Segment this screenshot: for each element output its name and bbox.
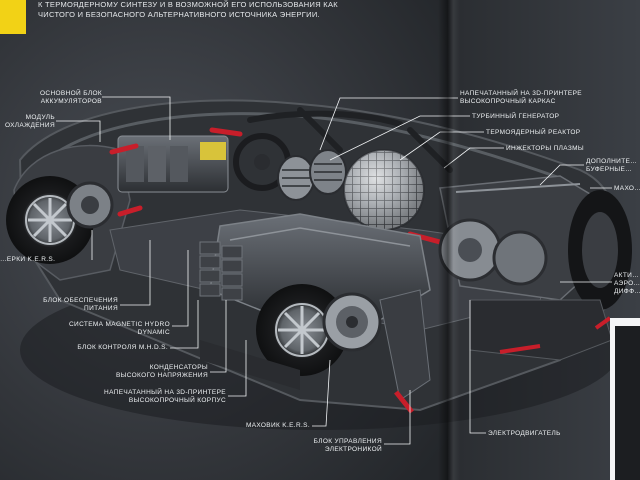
label-capacitors: Конденсаторы высокого напряжения [115,364,208,379]
label-plasma-injectors: Инжекторы плазмы [506,145,585,152]
label-printed-frame: Напечатанный на 3D-принтере высокопрочны… [460,90,582,105]
label-flywheel-kers: Маховик K.E.R.S. [245,422,310,429]
label-flywheel-right: Махо… [614,185,640,192]
page-spine [438,0,460,480]
intro-line-2: чистого и безопасного альтернативного ис… [38,10,320,19]
intro-text: к термоядерному синтезу и в возможной ег… [38,0,418,20]
leader-lines [56,96,612,445]
intro-line-1: к термоядерному синтезу и в возможной ег… [38,0,338,9]
label-magnetic-hydro: Система Magnetic Hydro Dynamic [69,321,170,336]
label-extra-buffers: Дополните… буферные… [586,158,638,173]
label-electronics-control: Блок управления электроникой [313,438,382,453]
label-battery-block: Основной блок аккумуляторов [40,90,102,105]
label-turbine-generator: Турбинный генератор [472,113,560,120]
section-color-tab [0,0,26,34]
label-cooling-module: Модуль охлаждения [5,114,55,129]
label-mhds-control: Блок контроля M.H.D.S. [77,344,168,351]
label-active-aero: Акти… аэро… дифф… [614,272,640,295]
label-fusion-reactor: Термоядерный реактор [486,129,581,136]
label-power-supply: Блок обеспечения питания [43,297,118,312]
label-electric-motor: Электродвигатель [488,430,561,437]
label-printed-body: Напечатанный на 3D-принтере высокопрочны… [104,389,226,404]
inset-photo-frame [610,318,640,480]
label-kers: …ерки K.E.R.S. [0,256,56,263]
